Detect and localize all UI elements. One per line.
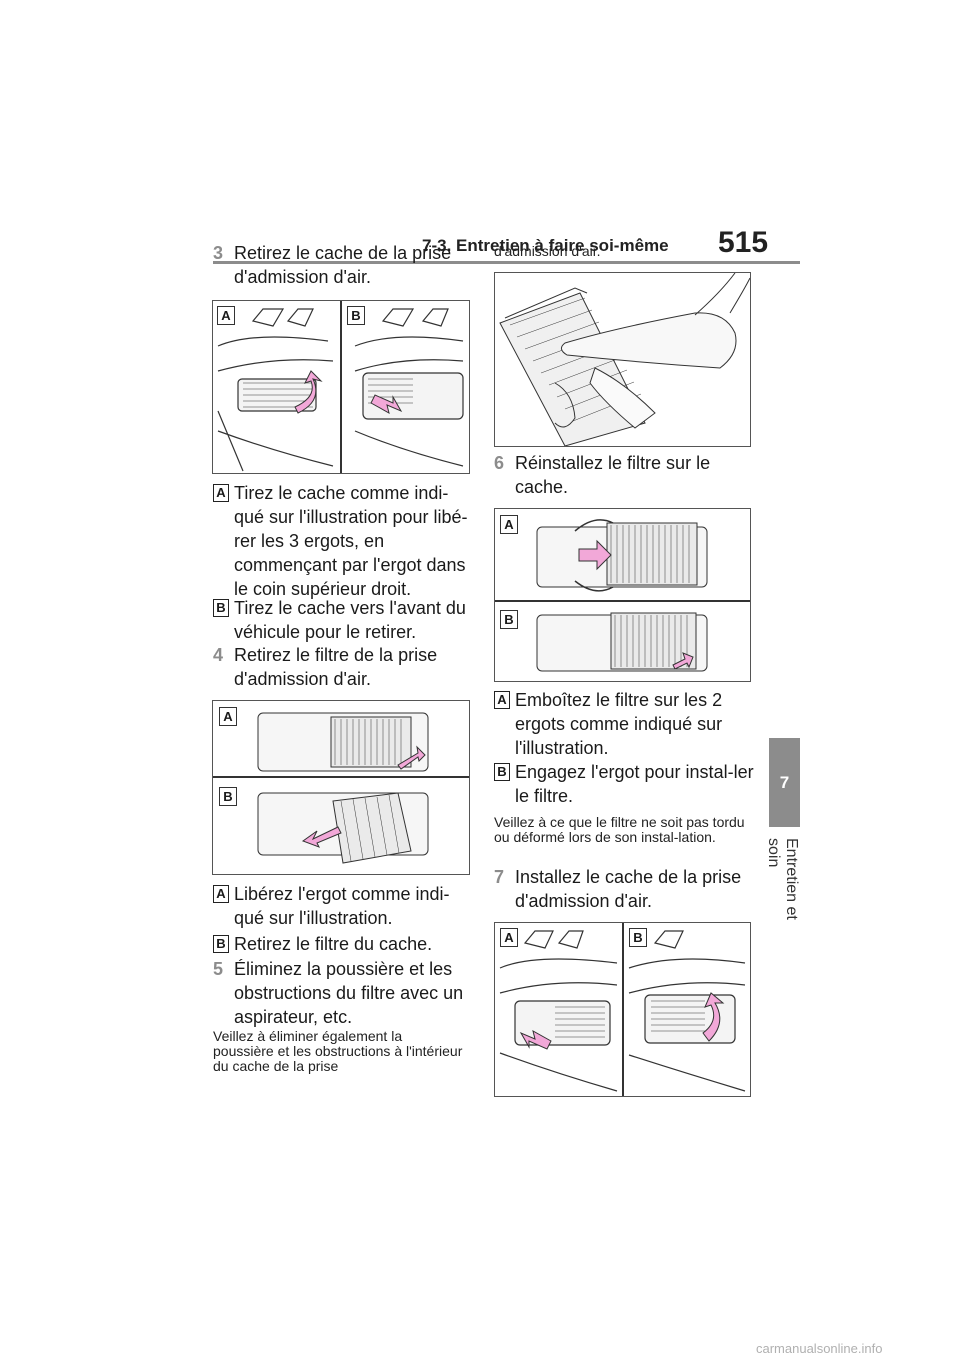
step-number: 7 <box>494 867 505 887</box>
watermark: carmanualsonline.info <box>756 1341 883 1356</box>
step-3: 3 Retirez le cache de la prise d'admissi… <box>213 241 475 289</box>
install-cover-drawing <box>499 923 746 1096</box>
illustration-reinstall-filter: A B <box>494 508 751 682</box>
note-step-5: Veillez à éliminer également la poussièr… <box>213 1028 463 1074</box>
section-title: 7-3. Entretien à faire soi-même <box>422 236 669 255</box>
step-4-a: A Libérez l'ergot comme indi-qué sur l'i… <box>213 882 475 930</box>
figure-label-b: B <box>629 928 647 947</box>
illustration-remove-filter: A B <box>212 700 470 875</box>
step-5: 5 Éliminez la poussière et les obstructi… <box>213 957 475 1029</box>
page-number: 515 <box>718 226 769 259</box>
step-3-b: B Tirez le cache vers l'avant du véhicul… <box>213 596 475 644</box>
step-6: 6 Réinstallez le filtre sur le cache. <box>494 451 756 499</box>
label-badge: A <box>213 885 229 903</box>
step-text: Installez le cache de la prise d'admissi… <box>515 867 742 911</box>
step-number: 6 <box>494 453 505 473</box>
step-4: 4 Retirez le filtre de la prise d'admiss… <box>213 643 475 691</box>
illustration-vacuum-filter <box>494 272 751 447</box>
figure-label-b: B <box>347 306 365 325</box>
note-step-6: Veillez à ce que le filtre ne soit pas t… <box>494 814 745 845</box>
remove-cover-drawing <box>217 301 464 473</box>
label-badge: B <box>494 763 510 781</box>
illustration-install-cover: A B <box>494 922 751 1097</box>
note-step-5-continued: d'admission d'air. <box>494 243 601 259</box>
label-badge: B <box>213 599 229 617</box>
substep-text: Tirez le cache comme indi-qué sur l'illu… <box>234 483 468 599</box>
step-text: Réinstallez le filtre sur le cache. <box>515 453 711 497</box>
step-text: Éliminez la poussière et les obstruction… <box>234 959 464 1027</box>
label-badge: B <box>213 935 229 953</box>
label-badge: A <box>213 484 229 502</box>
figure-label-b: B <box>219 787 237 806</box>
remove-filter-drawing <box>213 712 469 864</box>
reinstall-filter-drawing <box>495 519 750 672</box>
substep-text: Engagez l'ergot pour instal-ler le filtr… <box>515 762 754 806</box>
figure-label-b: B <box>500 610 518 629</box>
vacuum-filter-drawing <box>499 273 750 446</box>
header-rule <box>213 261 800 264</box>
substep-text: Retirez le filtre du cache. <box>234 934 433 954</box>
step-3-a: A Tirez le cache comme indi-qué sur l'il… <box>213 481 475 601</box>
figure-label-a: A <box>500 928 518 947</box>
figure-label-a: A <box>217 306 235 325</box>
figure-label-a: A <box>500 515 518 534</box>
step-number: 4 <box>213 645 224 665</box>
label-badge: A <box>494 691 510 709</box>
step-6-a: A Emboîtez le filtre sur les 2 ergots co… <box>494 688 756 760</box>
step-number: 5 <box>213 959 224 979</box>
substep-text: Libérez l'ergot comme indi-qué sur l'ill… <box>234 884 450 928</box>
step-4-b: B Retirez le filtre du cache. <box>213 932 475 956</box>
step-number: 3 <box>213 243 224 263</box>
figure-label-a: A <box>219 707 237 726</box>
chapter-title: Entretien et soin <box>765 838 800 920</box>
step-text: Retirez le cache de la prise d'admission… <box>234 243 452 287</box>
illustration-remove-cover: A B <box>212 300 470 474</box>
substep-text: Emboîtez le filtre sur les 2 ergots comm… <box>515 690 723 758</box>
step-6-b: B Engagez l'ergot pour instal-ler le fil… <box>494 760 756 808</box>
substep-text: Tirez le cache vers l'avant du véhicule … <box>234 598 466 642</box>
step-text: Retirez le filtre de la prise d'admissio… <box>234 645 438 689</box>
step-7: 7 Installez le cache de la prise d'admis… <box>494 865 756 913</box>
chapter-tab: 7 <box>769 738 800 827</box>
